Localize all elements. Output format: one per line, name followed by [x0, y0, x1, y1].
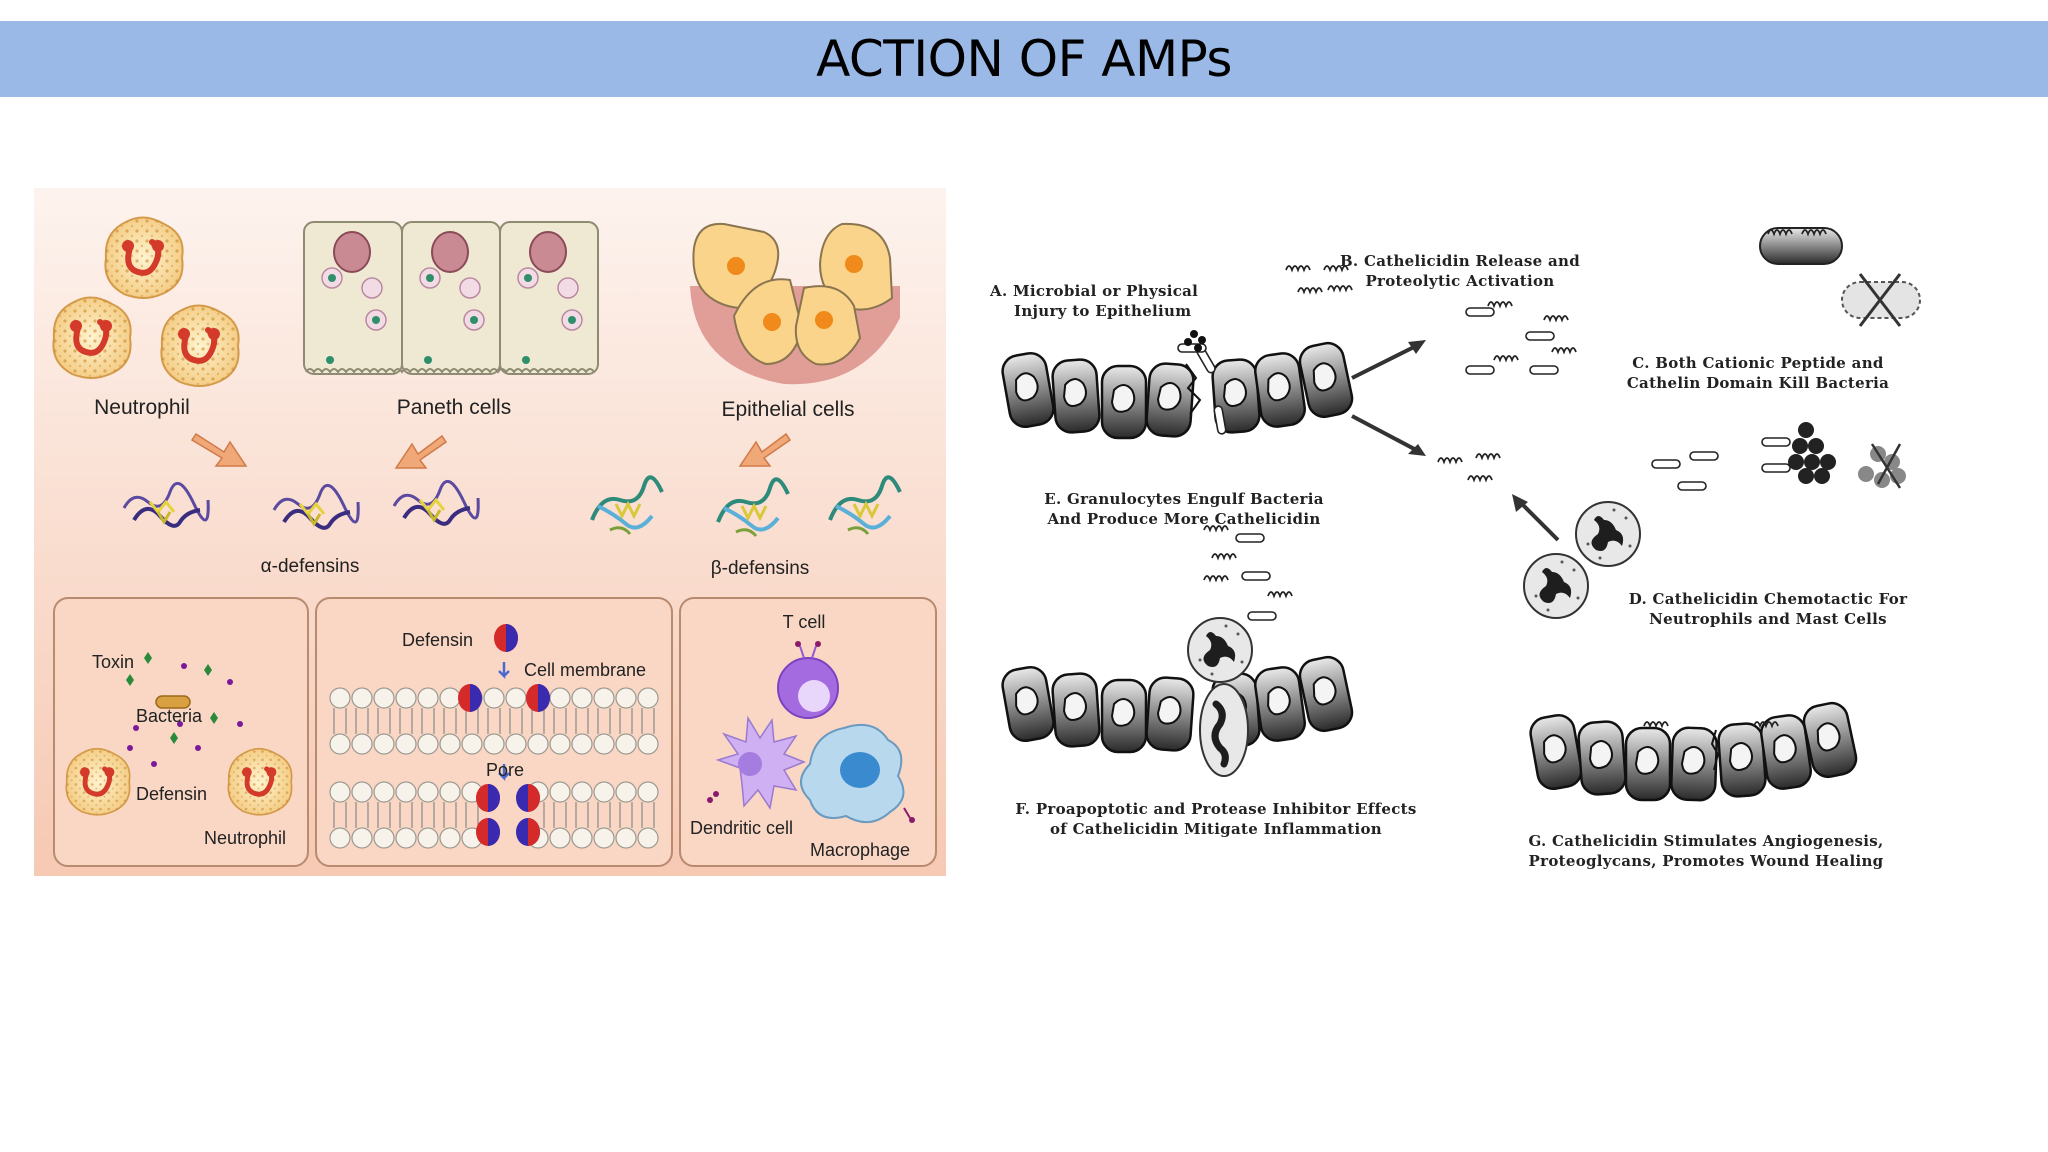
defensin-action-figure: Neutrophil Paneth cells [34, 188, 946, 876]
svg-text:Proteolytic Activation: Proteolytic Activation [1365, 272, 1554, 290]
macrophage-label: Macrophage [810, 840, 910, 860]
svg-text:A. Microbial or Physical: A. Microbial or Physical [989, 282, 1198, 300]
epithelium-engulfing [998, 525, 1357, 777]
svg-text:of Cathelicidin Mitigate Infla: of Cathelicidin Mitigate Inflammation [1050, 820, 1382, 838]
toxin-label: Toxin [92, 652, 134, 672]
step-c-label: C. Both Cationic Peptide and Cathelin Do… [1627, 354, 1889, 392]
epithelium-healed [1526, 698, 1861, 802]
svg-text:D. Cathelicidin Chemotactic Fo: D. Cathelicidin Chemotactic For [1629, 590, 1908, 608]
bacteria-killing [1285, 227, 1921, 491]
svg-text:F. Proapoptotic and Protease I: F. Proapoptotic and Protease Inhibitor E… [1015, 800, 1416, 818]
released-peptides [1437, 301, 1577, 481]
beta-defensins-label: β-defensins [711, 558, 810, 579]
arrow-release-up [1351, 340, 1426, 380]
cell-membrane-label: Cell membrane [524, 660, 646, 680]
panel1-defensin-label: Defensin [136, 784, 207, 804]
svg-text:Injury to Epithelium: Injury to Epithelium [1014, 302, 1191, 320]
panel-immune-cells [679, 597, 937, 867]
step-e-label: E. Granulocytes Engulf Bacteria And Prod… [1044, 490, 1324, 528]
step-d-label: D. Cathelicidin Chemotactic For Neutroph… [1629, 590, 1908, 628]
svg-text:And Produce More Cathelicidin: And Produce More Cathelicidin [1046, 510, 1320, 528]
arrow-epithelial [738, 432, 792, 467]
arrow-neutrophil [190, 432, 248, 467]
svg-text:C. Both Cationic Peptide and: C. Both Cationic Peptide and [1632, 354, 1884, 372]
neutrophil-label: Neutrophil [94, 396, 190, 419]
cathelicidin-diagram: A. Microbial or Physical Injury to Epith… [989, 227, 1921, 870]
bacteria-label: Bacteria [136, 706, 203, 726]
dendritic-cell-label: Dendritic cell [690, 818, 793, 838]
svg-text:E. Granulocytes Engulf Bacteri: E. Granulocytes Engulf Bacteria [1044, 490, 1324, 508]
pore-label: Pore [486, 760, 524, 780]
slide-title: ACTION OF AMPs [816, 30, 1232, 88]
panel-bacteria-killing [53, 597, 309, 867]
svg-text:Cathelin Domain Kill Bacteria: Cathelin Domain Kill Bacteria [1627, 374, 1889, 392]
paneth-label: Paneth cells [397, 396, 511, 419]
chemotaxis-granulocytes [1512, 494, 1641, 619]
panel-membrane-pore [315, 597, 673, 867]
alpha-defensins-label: α-defensins [261, 556, 360, 577]
paneth-cells [303, 221, 599, 375]
arrow-release-down [1351, 414, 1426, 456]
arrow-group [190, 432, 792, 469]
panel2-defensin-label: Defensin [402, 630, 473, 650]
svg-text:Neutrophils and Mast Cells: Neutrophils and Mast Cells [1649, 610, 1887, 628]
title-bar: ACTION OF AMPs [0, 21, 2048, 97]
epithelial-cells [690, 222, 900, 385]
svg-text:B. Cathelicidin Release and: B. Cathelicidin Release and [1340, 252, 1580, 270]
arrow-paneth [394, 434, 448, 469]
step-g-label: G. Cathelicidin Stimulates Angiogenesis,… [1528, 832, 1883, 870]
step-a-label: A. Microbial or Physical Injury to Epith… [989, 282, 1198, 320]
epithelium-injured [998, 330, 1357, 440]
t-cell-label: T cell [783, 612, 826, 632]
cathelicidin-action-figure: A. Microbial or Physical Injury to Epith… [980, 210, 1940, 890]
step-f-label: F. Proapoptotic and Protease Inhibitor E… [1015, 800, 1416, 838]
defensin-diagram: Neutrophil Paneth cells [34, 188, 946, 876]
epithelial-label: Epithelial cells [721, 398, 854, 421]
svg-text:G. Cathelicidin Stimulates Ang: G. Cathelicidin Stimulates Angiogenesis, [1528, 832, 1883, 850]
svg-text:Proteoglycans, Promotes Wound: Proteoglycans, Promotes Wound Healing [1529, 852, 1884, 870]
panel1-neutrophil-label: Neutrophil [204, 828, 286, 848]
step-b-label: B. Cathelicidin Release and Proteolytic … [1340, 252, 1580, 290]
